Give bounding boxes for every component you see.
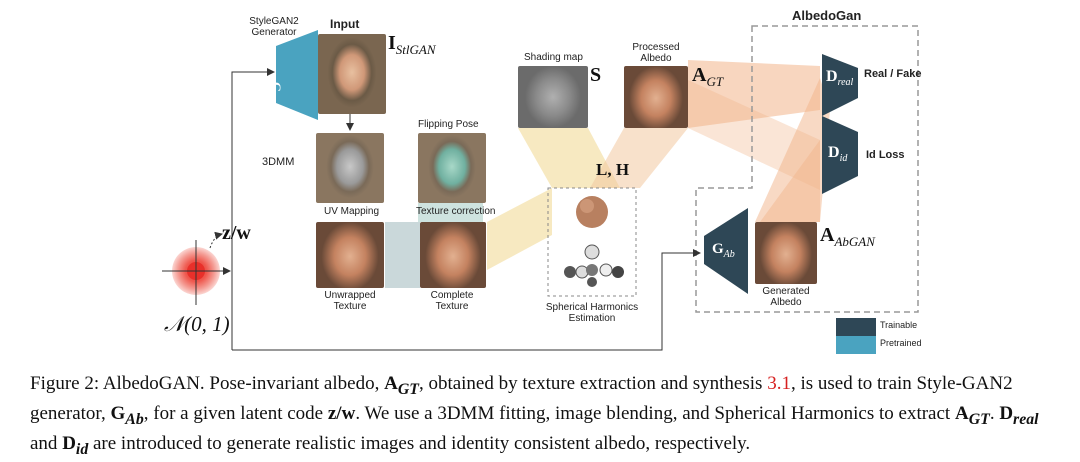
texture-correction-label: Texture correction [416,206,496,217]
flipping-pose-label: Flipping Pose [418,119,479,130]
beam-albedo-to-sh [590,128,688,188]
d-id-trapezoid [822,116,858,194]
input-face-image [318,34,386,114]
processed-albedo-image [624,66,688,128]
s-symbol: S [590,64,602,86]
unwrapped-texture-label: Unwrapped Texture [324,290,376,312]
beam-agan-to-did [760,140,820,222]
albedogan-title: AlbedoGan [792,8,862,23]
sh-sphere [576,196,608,228]
unwrapped-texture-image [316,222,384,288]
section-ref-link[interactable]: 3.1 [767,373,791,394]
complete-texture-image [420,222,486,288]
flipped-pose-image [418,133,486,203]
figure-caption: Figure 2: AlbedoGAN. Pose-invariant albe… [30,373,1039,458]
id-loss-label: Id Loss [866,149,905,161]
legend-swatch-trainable [836,318,876,336]
legend-label-trainable: Trainable [880,320,918,330]
sh-dashed-box [547,187,637,297]
g-stlgan-label: GStlGAN [266,82,284,120]
d-id-label: Did [828,144,848,165]
beam-albedo-to-dreal [688,60,820,128]
legend-swatch-pretrained [836,336,876,354]
processed-albedo-label: Processed Albedo [632,42,680,64]
d-real-label: Dreal [826,68,854,89]
a-abgan-label: AAbGAN [820,224,875,249]
beam-complete-to-sh [487,188,552,270]
beam-flip-to-complete [418,203,483,222]
beam-agan-to-dreal [755,78,830,222]
beam-albedo-to-did [688,80,820,190]
beam-shading [518,128,620,188]
g-ab-label: GAb [712,241,735,260]
z-w-label: z/w [222,222,251,244]
a-gt-label: AGT [692,64,724,89]
real-fake-label: Real / Fake [864,68,922,80]
i-stlgan-label: IStlGAN [388,32,436,57]
l-h-label: L, H [596,160,630,179]
g-stlgan-trapezoid [276,30,318,120]
3dmm-fit-image [316,133,384,203]
complete-texture-label: Complete Texture [430,290,474,312]
normal-dist-label: 𝒩(0, 1) [164,312,230,336]
3dmm-label: 3DMM [262,156,295,168]
generated-albedo-label: Generated Albedo [762,286,810,308]
shading-map-label: Shading map [524,52,583,63]
diagram-canvas [162,25,919,354]
spherical-harmonics-label: Spherical Harmonics Estimation [545,302,639,324]
sh-basis-icons [564,244,624,287]
shading-map-image [518,66,588,128]
legend-label-pretrained: Pretrained [880,338,922,348]
uv-mapping-label: UV Mapping [324,206,380,217]
g-ab-trapezoid [704,208,748,294]
stylegan2-generator-label: StyleGAN2 Generator [249,16,299,38]
input-label: Input [330,17,360,31]
generated-albedo-image [755,222,817,284]
beam-uv-to-complete [385,222,420,288]
albedogan-dashed-box [695,25,919,313]
d-real-trapezoid [822,54,858,116]
